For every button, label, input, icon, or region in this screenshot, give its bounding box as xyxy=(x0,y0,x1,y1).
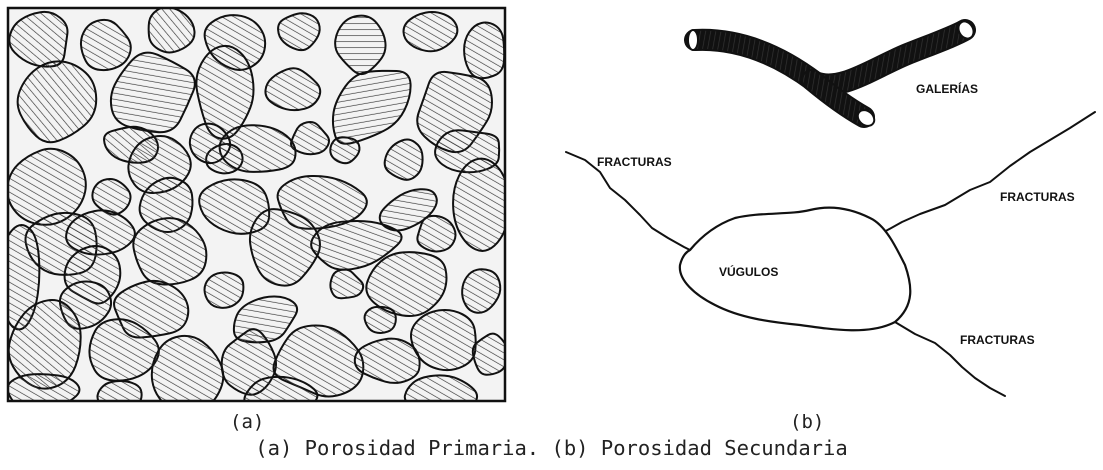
grain xyxy=(97,381,141,409)
galleries-tube xyxy=(688,19,977,129)
figure-caption: (a) Porosidad Primaria. (b) Porosidad Se… xyxy=(0,436,1103,460)
vugulos-label: VÚGULOS xyxy=(719,265,778,279)
grain xyxy=(204,272,243,307)
fracture-right xyxy=(884,112,1095,232)
grain xyxy=(7,374,79,410)
grain xyxy=(365,307,396,333)
panel-a-label: (a) xyxy=(230,411,264,433)
primary-porosity-panel xyxy=(0,2,510,415)
vug xyxy=(680,208,910,331)
panel-b-label: (b) xyxy=(790,411,824,433)
grain xyxy=(464,23,504,79)
grain xyxy=(417,216,455,252)
fracturas-label-right: FRACTURAS xyxy=(1000,190,1075,204)
galerias-label: GALERÍAS xyxy=(916,82,978,96)
fracturas-label-left: FRACTURAS xyxy=(597,155,672,169)
fracturas-label-bottom: FRACTURAS xyxy=(960,333,1035,347)
grain xyxy=(453,159,510,251)
